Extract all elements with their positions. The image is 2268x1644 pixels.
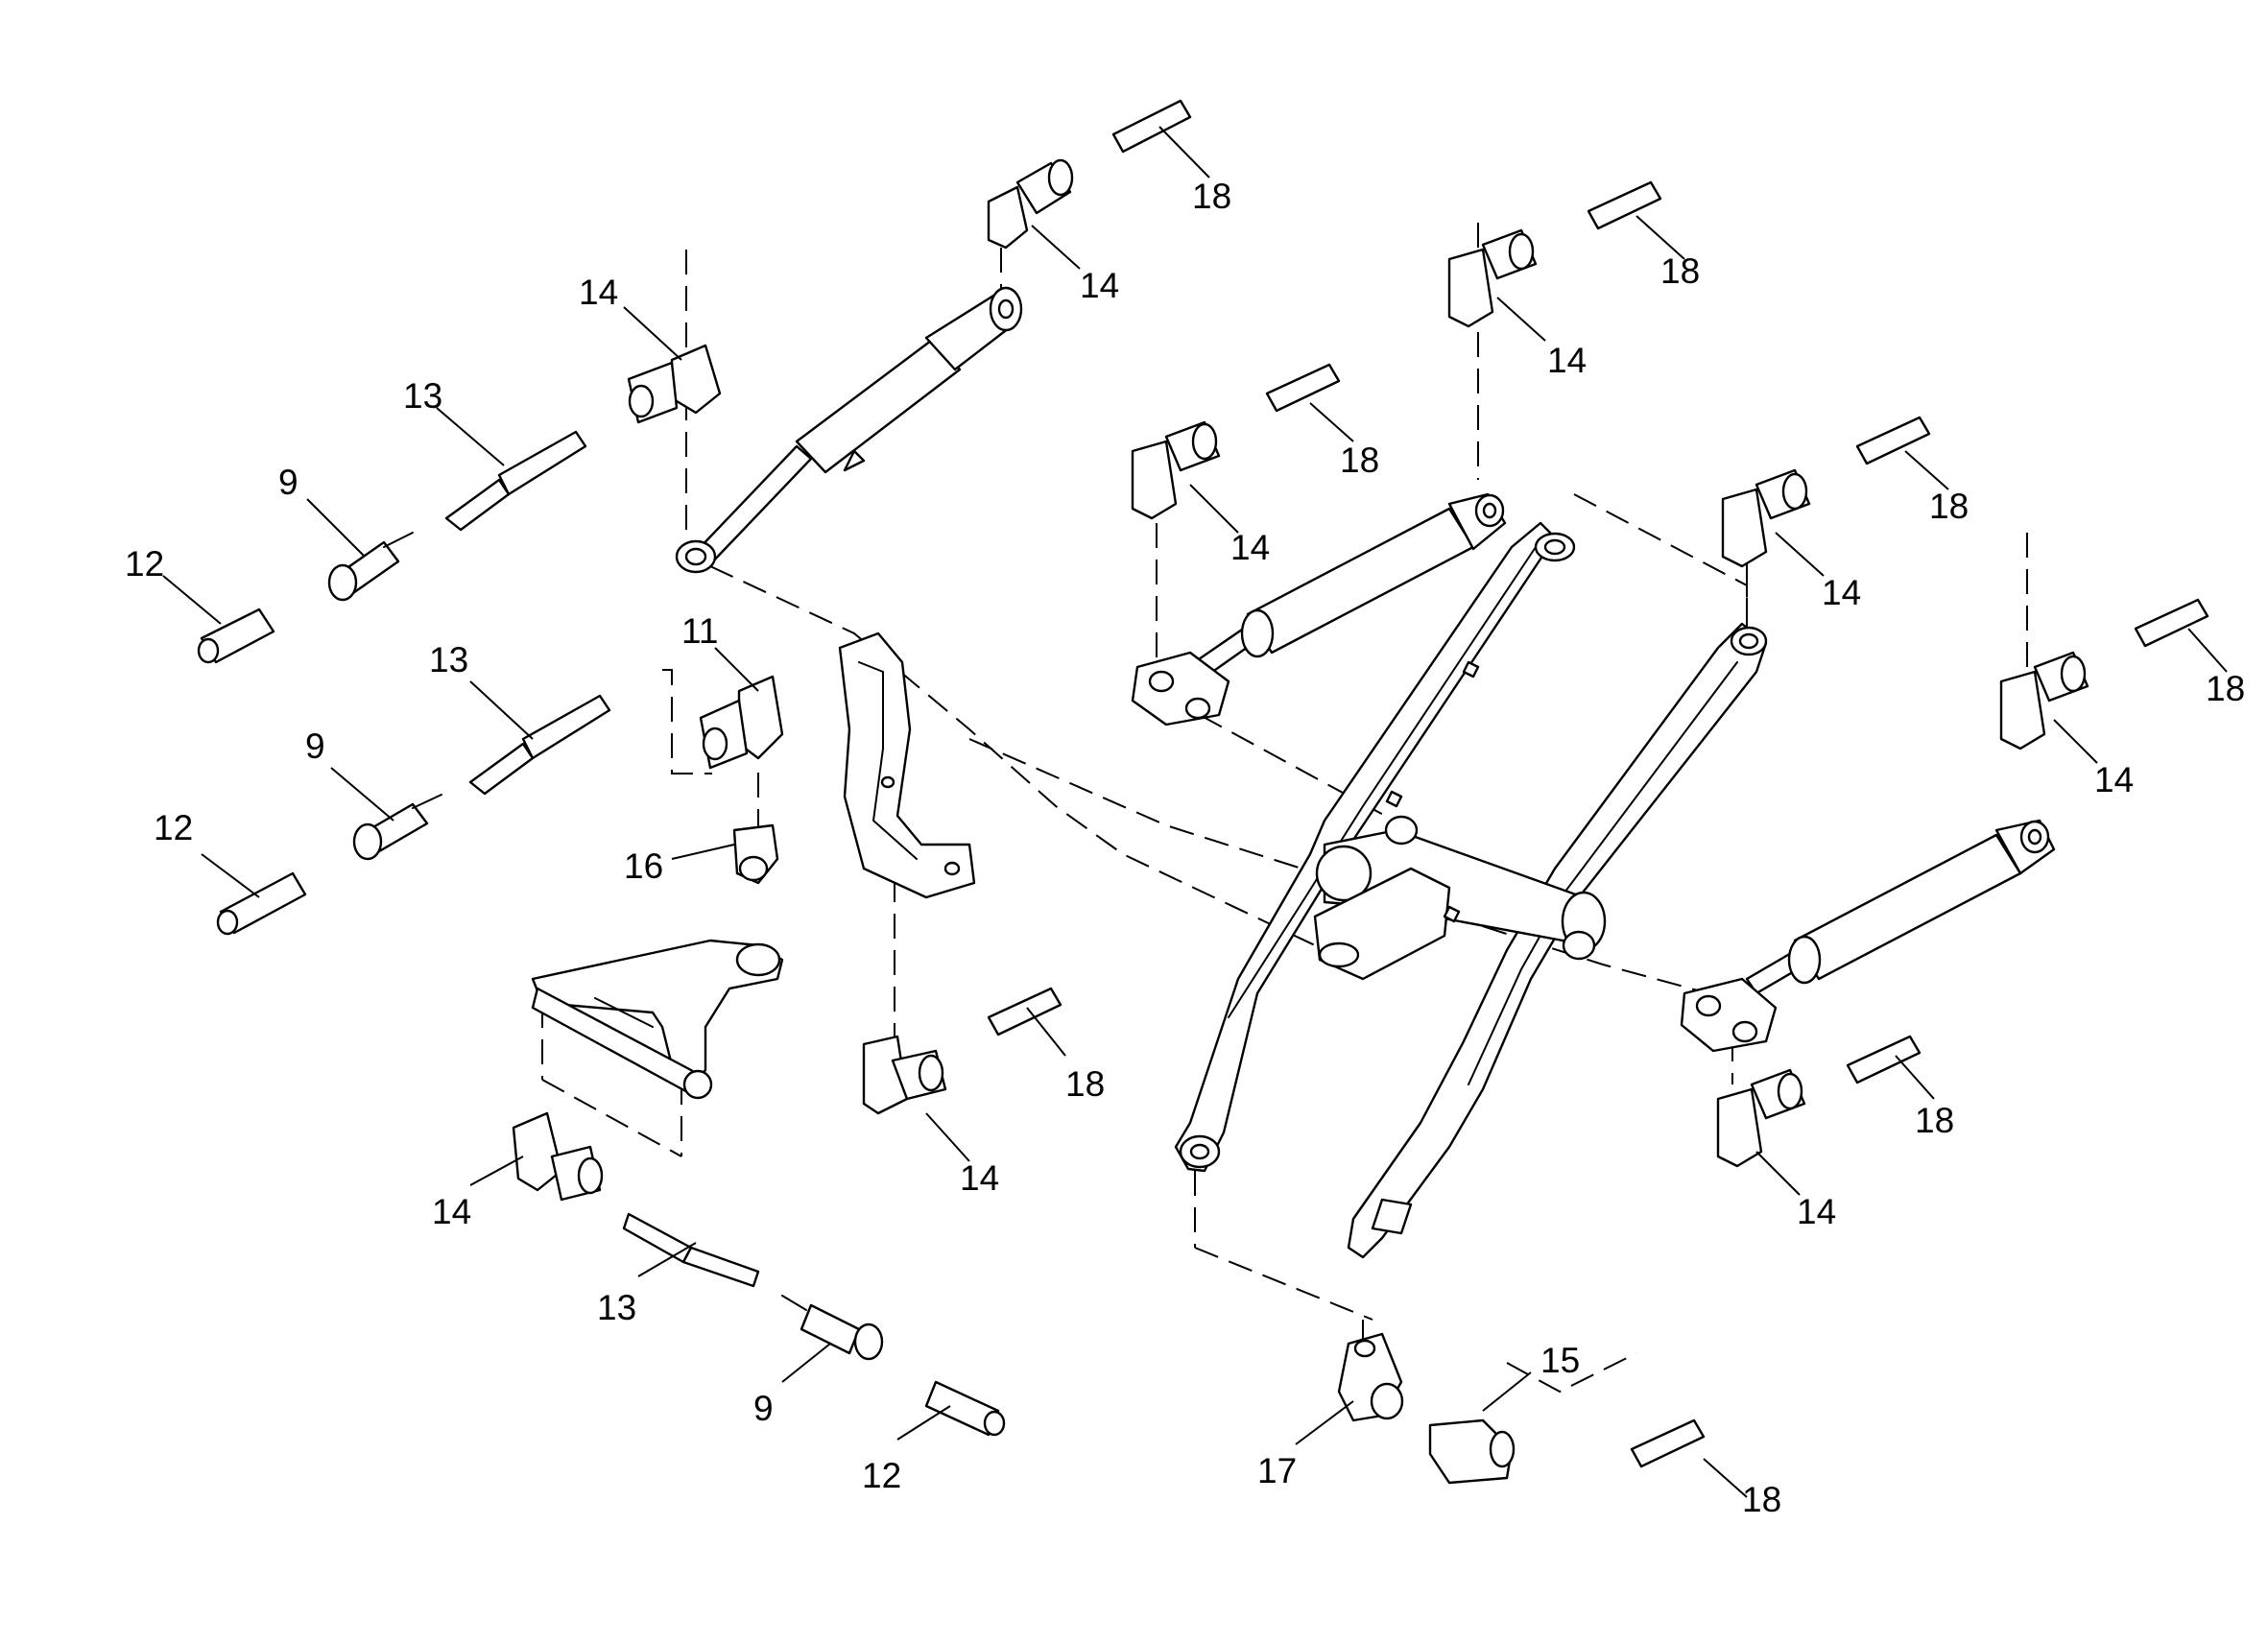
callout-18: 18 [2206,669,2245,708]
hose-end-13-upper [444,430,587,532]
elbow-fitting-left-upper [627,344,722,424]
pivot-bracket [531,939,784,1100]
lift-arm-frame [1174,521,1768,1259]
elbow-fitting-top-center [987,158,1074,250]
tee-fitting-17 [1337,1332,1404,1422]
callout-14: 14 [579,273,618,312]
elbow-fitting-11 [699,675,784,770]
elbow-fitting-upper-right [1447,228,1538,328]
curved-bracket [838,631,976,899]
callout-18: 18 [1065,1064,1105,1104]
callout-13: 13 [429,640,468,679]
hose-end-13-lower [622,1212,760,1288]
callout-14: 14 [1822,573,1861,612]
hose-end-13-middle [468,694,611,796]
callout-14: 14 [960,1158,999,1198]
callout-13: 13 [597,1288,636,1327]
connector-15 [1428,1418,1516,1485]
elbow-fitting-center [862,1035,947,1115]
callout-15: 15 [1540,1341,1580,1380]
callout-17: 17 [1257,1451,1297,1490]
callout-9: 9 [305,727,325,766]
callout-9: 9 [278,463,298,502]
callout-14: 14 [1080,266,1119,305]
callout-14: 14 [1797,1192,1836,1231]
elbow-fitting-left-lower [512,1111,604,1202]
cylinder-middle [1131,492,1507,727]
callout-11: 11 [681,611,718,651]
elbow-fitting-far-right [1999,651,2089,751]
cylinder-upper-left [675,286,1023,574]
callout-13: 13 [403,376,442,416]
callout-16: 16 [624,846,663,886]
callout-18: 18 [1915,1101,1954,1140]
callout-14: 14 [2094,760,2134,799]
straight-fitting-9-upper [327,532,414,602]
elbow-fitting-right-mid [1721,468,1811,568]
callout-12: 12 [125,544,164,584]
callout-labels: 18 14 14 13 9 12 13 11 9 12 16 18 14 18 … [125,177,2245,1519]
callout-12: 12 [154,808,193,847]
callout-14: 14 [1230,528,1270,567]
callout-18: 18 [1192,177,1231,216]
tubes-18 [987,99,2209,1468]
straight-fitting-9-lower [781,1295,884,1361]
callout-14: 14 [432,1192,471,1231]
callout-leaders [162,126,2228,1498]
adapter-16 [732,823,779,885]
cylinder-lower-right [1680,819,2056,1053]
elbow-fitting-upper-mid [1131,420,1221,520]
callout-18: 18 [1340,441,1379,480]
callout-18: 18 [1660,251,1700,291]
elbow-fitting-right-lower [1716,1068,1806,1168]
straight-fitting-9-middle [352,794,442,861]
callout-12: 12 [862,1456,901,1495]
callout-18: 18 [1742,1480,1781,1519]
callout-14: 14 [1547,341,1587,380]
callout-9: 9 [753,1389,774,1428]
callout-18: 18 [1929,487,1969,526]
tubes-12 [197,608,1006,1437]
